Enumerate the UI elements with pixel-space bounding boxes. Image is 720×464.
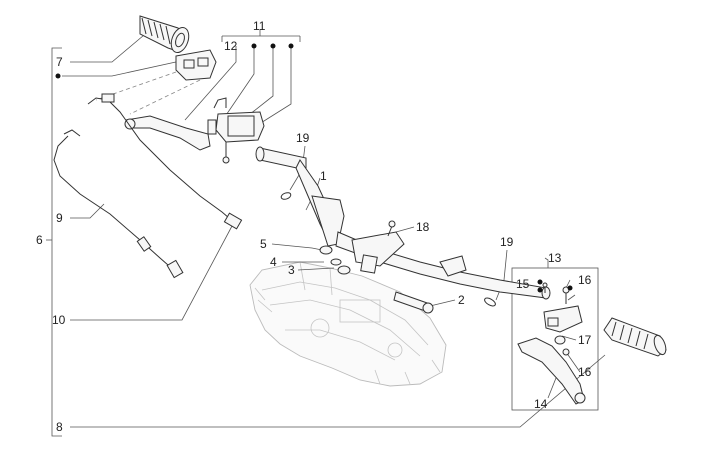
callout-14: 14 [534, 397, 548, 411]
callout-13: 13 [548, 251, 562, 265]
master-cylinder-left [207, 97, 265, 164]
callout-15: 15 [516, 277, 530, 291]
small-parts-15-16-17 [542, 282, 583, 356]
callout-4: 4 [270, 255, 277, 269]
brake-lever-right [517, 337, 586, 405]
callout-11: 11 [253, 19, 266, 33]
screw-18 [387, 220, 396, 237]
callout-8: 8 [56, 420, 63, 434]
cable-9 [53, 129, 184, 279]
washers-3-4-5 [319, 245, 351, 275]
callout-19-left: 19 [296, 131, 310, 145]
left-switch-housing [175, 49, 217, 81]
callout-3: 3 [288, 263, 295, 277]
brake-lever-left [124, 115, 211, 151]
frame-ghost-outline [249, 261, 447, 387]
clips-19 [280, 192, 496, 307]
callout-5: 5 [260, 237, 267, 251]
callout-18: 18 [416, 220, 430, 234]
callout-9: 9 [56, 211, 63, 225]
bracket-13 [511, 267, 599, 411]
bracket-11 [221, 30, 301, 42]
grip-left [139, 15, 190, 54]
callout-16-top: 16 [578, 273, 592, 287]
bolt-2 [393, 291, 434, 314]
leader-lines [62, 29, 606, 428]
grip-right [603, 317, 667, 357]
callout-12: 12 [224, 39, 238, 53]
callout-7: 7 [56, 55, 63, 69]
callout-6: 6 [36, 233, 43, 247]
cable-10 [87, 93, 243, 230]
callout-17: 17 [578, 333, 592, 347]
callout-16-bottom: 16 [578, 365, 592, 379]
callout-1: 1 [320, 169, 327, 183]
callout-2: 2 [458, 293, 465, 307]
dashed-link-2 [129, 79, 201, 115]
callout-dots [55, 43, 573, 293]
callout-10: 10 [52, 313, 66, 327]
bracket-6 [46, 47, 62, 437]
handlebar-main [255, 146, 551, 300]
callout-19-right: 19 [500, 235, 514, 249]
